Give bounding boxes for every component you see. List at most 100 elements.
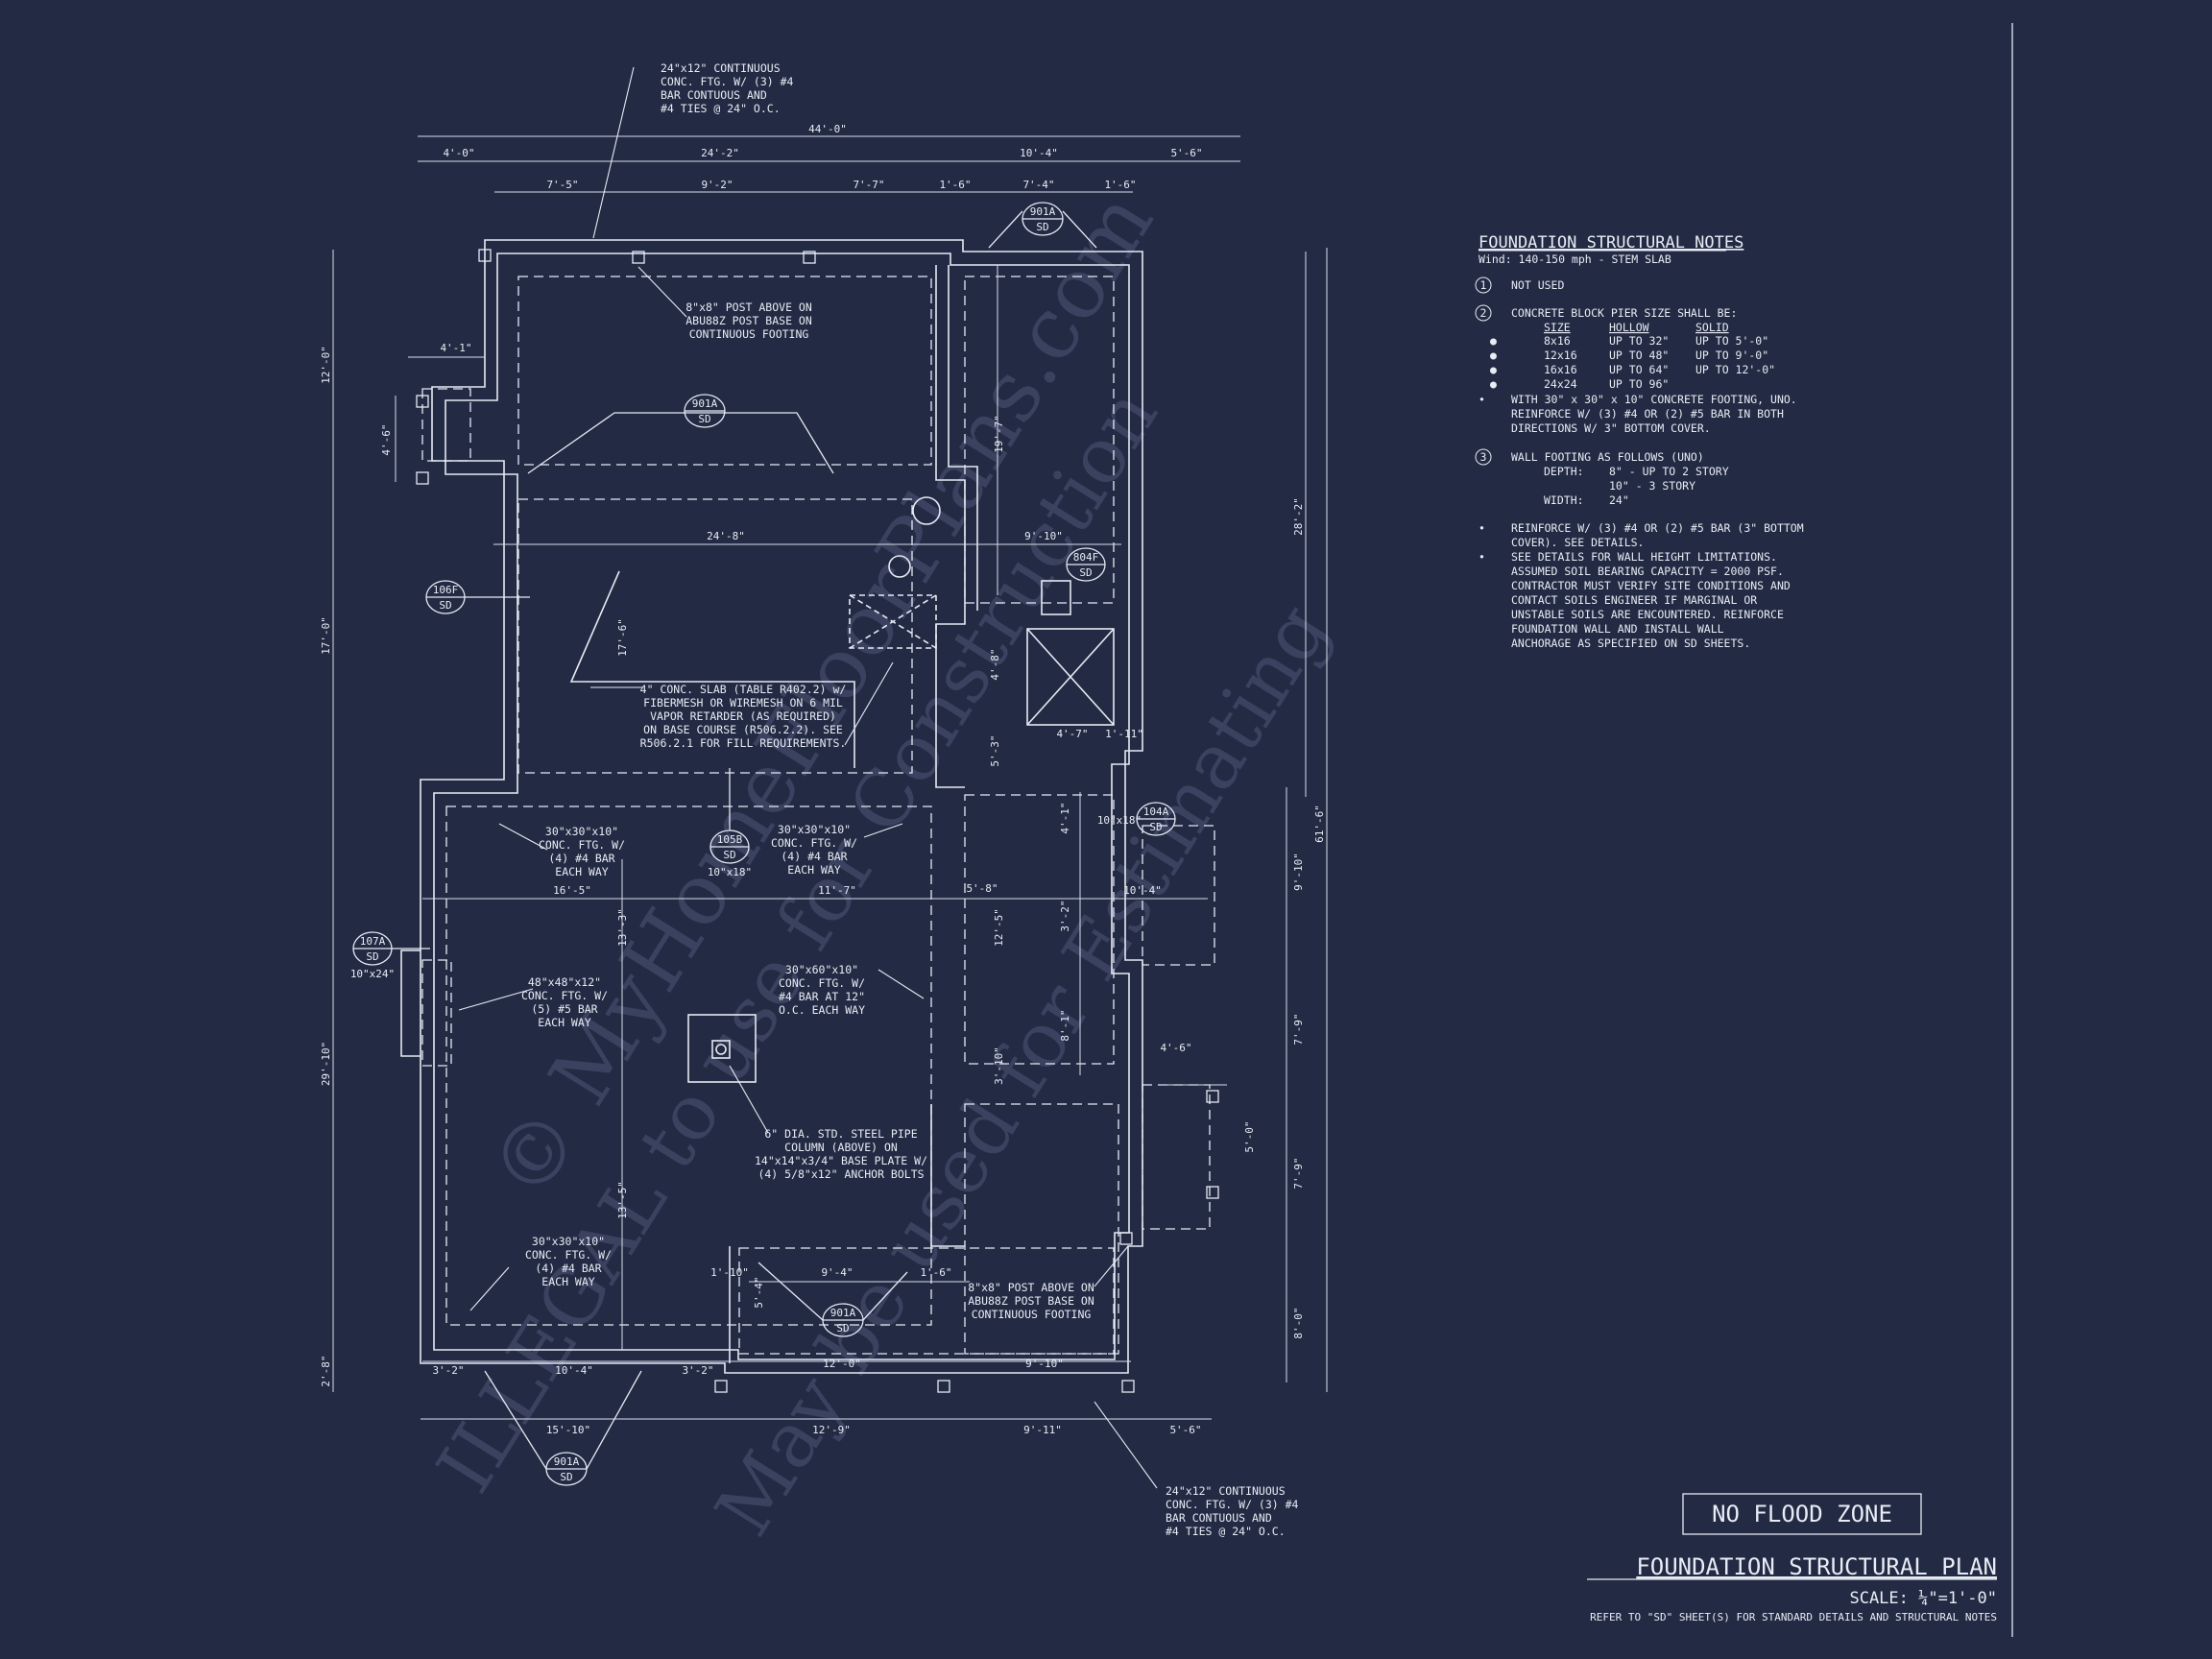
pipe-column [715, 1044, 727, 1055]
dim-interior: 10'-4" [1123, 884, 1162, 897]
stair-box [1026, 628, 1115, 726]
dim-left-misc-a: 4'-1" [440, 342, 471, 354]
bullet-line: CONTACT SOILS ENGINEER IF MARGINAL OR [1511, 593, 1757, 607]
flood-zone-label: NO FLOOD ZONE [1712, 1501, 1892, 1527]
dimension-text: 44'-0" 4'-0" 24'-2" 10'-4" 5'-6" 7'-5" 9… [320, 123, 1326, 1436]
depth-value: 10" - 3 STORY [1609, 479, 1695, 493]
dim-top-row3-c: 7'-7" [853, 179, 884, 191]
notes-item-num: 3 [1480, 450, 1487, 464]
callout-line: 30"x30"x10" [778, 823, 851, 836]
bullet-line: FOUNDATION WALL AND INSTALL WALL [1511, 622, 1724, 636]
dim-right-mid: 28'-2" [1292, 497, 1305, 536]
dim-bottom-row1-e: 9'-10" [1025, 1358, 1064, 1370]
dim-interior: 1'-10" [710, 1266, 749, 1279]
water-heater-symbol [912, 496, 941, 525]
notes-item-2: 2 CONCRETE BLOCK PIER SIZE SHALL BE: [1475, 304, 1737, 322]
pier-cell: 16x16 [1544, 363, 1577, 376]
pier-note: • WITH 30" x 30" x 10" CONCRETE FOOTING,… [1479, 393, 1797, 435]
callout-line: 6" DIA. STD. STEEL PIPE [764, 1127, 917, 1141]
section-tag [484, 1370, 642, 1486]
notes-item-text: WALL FOOTING AS FOLLOWS (UNO) [1511, 450, 1704, 464]
callout-post-top: 8"x8" POST ABOVE ON ABU88Z POST BASE ON … [685, 301, 812, 341]
callout-line: 24"x12" CONTINUOUS [1166, 1484, 1286, 1498]
pier-cell: 12x16 [1544, 349, 1577, 362]
interior-wall-2 [948, 265, 978, 611]
dim-left-outer-c: 29'-10" [320, 1042, 332, 1086]
post-marker [1206, 1186, 1219, 1199]
dim-right-inner-b: 7'-9" [1292, 1013, 1305, 1045]
plan-title: FOUNDATION STRUCTURAL PLAN [1636, 1553, 1997, 1580]
callout-ftg-30c: 30"x30"x10" CONC. FTG. W/ (4) #4 BAR EAC… [525, 1235, 612, 1288]
post-marker [937, 1380, 950, 1393]
dim-interior: 4'-6" [1160, 1042, 1191, 1054]
leader-slab-b [844, 661, 894, 746]
footing-garage [517, 276, 932, 466]
notes-item-text: NOT USED [1511, 278, 1564, 292]
post-marker [632, 251, 645, 264]
plan-scale: SCALE: ¼"=1'-0" [1849, 1589, 1997, 1608]
dim-top-row3-a: 7'-5" [546, 179, 578, 191]
leader-post-bottom [1094, 1245, 1129, 1287]
callout-pipe-column: 6" DIA. STD. STEEL PIPE COLUMN (ABOVE) O… [755, 1127, 927, 1181]
dim-interior: 9'-4" [821, 1266, 853, 1279]
callout-ftg-30x60: 30"x60"x10" CONC. FTG. W/ #4 BAR AT 12" … [779, 963, 865, 1017]
dim-interior: 9'-10" [1024, 530, 1063, 542]
callout-top-footing: 24"x12" CONTINUOUS CONC. FTG. W/ (3) #4 … [661, 61, 794, 115]
callout-line: 24"x12" CONTINUOUS [661, 61, 781, 75]
callout-bottom-footing: 24"x12" CONTINUOUS CONC. FTG. W/ (3) #4 … [1166, 1484, 1299, 1538]
dim-top-row2-d: 5'-6" [1170, 147, 1202, 159]
bullet-line: UNSTABLE SOILS ARE ENCOUNTERED. REINFORC… [1511, 608, 1784, 621]
bullet: ● [1490, 363, 1497, 376]
dim-interior: 8'-1" [1059, 1009, 1071, 1041]
foundation-plan [400, 239, 1219, 1393]
bullet-line: SEE DETAILS FOR WALL HEIGHT LIMITATIONS. [1511, 550, 1777, 564]
pier-row: ● 16x16 UP TO 64" UP TO 12'-0" [1490, 363, 1775, 376]
callout-line: 30"x30"x10" [532, 1235, 605, 1248]
callout-line: #4 TIES @ 24" O.C. [661, 102, 781, 115]
callout-line: BAR CONTUOUS AND [661, 88, 767, 102]
pier-cell: 8x16 [1544, 334, 1571, 348]
dim-interior: 5'-4" [753, 1276, 765, 1308]
stair-landing [849, 594, 937, 649]
section-tag-num: 105B [717, 833, 743, 846]
foundation-outline [400, 239, 1143, 1374]
title-block: NO FLOOD ZONE FOUNDATION STRUCTURAL PLAN… [1587, 1493, 1997, 1623]
section-tag-num: 901A [1030, 205, 1056, 218]
section-tag-sheet: SD [560, 1471, 572, 1483]
toilet-symbol [888, 555, 911, 578]
dim-top-overall: 44'-0" [808, 123, 847, 135]
dim-top-row3-e: 7'-4" [1022, 179, 1054, 191]
footing-main [517, 498, 913, 774]
leader-ftg30b [863, 823, 903, 838]
dim-left-outer-a: 12'-0" [320, 346, 332, 384]
callout-line: VAPOR RETARDER (AS REQUIRED) [650, 709, 836, 723]
callout-line: CONC. FTG. W/ [771, 836, 857, 850]
callout-ftg-30a: 30"x30"x10" CONC. FTG. W/ (4) #4 BAR EAC… [539, 825, 625, 878]
dim-interior: 5'-3" [989, 734, 1001, 766]
callout-line: (5) #5 BAR [531, 1002, 597, 1016]
section-tag-num: 901A [692, 397, 718, 410]
leader-post-top [637, 266, 687, 318]
callout-line: (4) #4 BAR [548, 852, 614, 865]
post-marker [478, 249, 492, 262]
pier-cell: UP TO 12'-0" [1695, 363, 1775, 376]
dim-bottom-row2-a: 15'-10" [546, 1424, 590, 1436]
callout-ftg-30b: 30"x30"x10" CONC. FTG. W/ (4) #4 BAR EAC… [771, 823, 857, 877]
post-marker [803, 251, 816, 264]
plan-refer-note: REFER TO "SD" SHEET(S) FOR STANDARD DETA… [1590, 1611, 1997, 1623]
bullet-line: COVER). SEE DETAILS. [1511, 536, 1644, 549]
dim-top-row2-a: 4'-0" [443, 147, 474, 159]
dim-left-outer-d: 2'-8" [320, 1355, 332, 1386]
pier-row: ● 24x24 UP TO 96" [1490, 377, 1669, 391]
pier-note-line: WITH 30" x 30" x 10" CONCRETE FOOTING, U… [1511, 393, 1797, 406]
section-tag-sheet: SD [698, 413, 710, 425]
dim-right-inner-c: 7'-9" [1292, 1157, 1305, 1189]
section-tag [1136, 802, 1176, 836]
callout-line: R506.2.1 FOR FILL REQUIREMENTS. [640, 736, 847, 750]
callout-line: CONC. FTG. W/ (3) #4 [661, 75, 794, 88]
callout-line: 8"x8" POST ABOVE ON [968, 1281, 1094, 1294]
callout-line: EACH WAY [555, 865, 608, 878]
section-tag [709, 768, 750, 864]
callout-line: 14"x14"x3/4" BASE PLATE W/ [755, 1154, 927, 1167]
